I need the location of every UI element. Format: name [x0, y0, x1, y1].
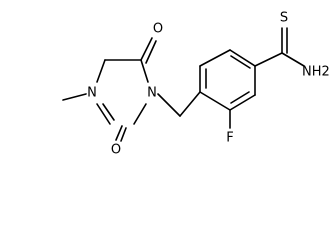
bond-benz-3 [229, 49, 256, 67]
bond-benz-5 [229, 94, 256, 111]
atom-label-sulfur: S [280, 11, 288, 26]
bond-c2-o-a [115, 125, 123, 141]
bond-benz-inner-3 [230, 91, 250, 104]
atom-label-fluorine: F [226, 131, 233, 146]
bond-ring-c [254, 52, 283, 67]
atom-label-n-right: N [147, 86, 157, 101]
bond-methyl-n [62, 93, 87, 101]
bond-benz-inner-2 [230, 55, 251, 69]
bond-c2-n1 [96, 103, 111, 125]
bond-ch2-ring [179, 91, 201, 117]
bond-c2-n1-inner [102, 103, 115, 121]
atom-label-nh2: NH2 [302, 65, 330, 80]
atom-label-o-bottom: O [111, 143, 121, 158]
bond-c-n [281, 52, 305, 67]
bond-c5-o-b [145, 40, 157, 64]
atom-label-n-left: N [87, 86, 97, 101]
bond-n3-c2 [133, 103, 147, 125]
atom-label-o-top: O [153, 22, 163, 37]
bond-c5-o-a [140, 37, 153, 61]
bond-benz-2 [199, 49, 231, 67]
bond-c2-o-b [120, 127, 127, 142]
bond-n3-ch2 [157, 93, 181, 117]
bond-benz-6 [199, 91, 231, 111]
bond-n1-ch2 [96, 59, 106, 83]
molecule-structure-diagram: O N N O F S NH2 [62, 11, 330, 158]
bond-c5-n3 [140, 59, 149, 83]
